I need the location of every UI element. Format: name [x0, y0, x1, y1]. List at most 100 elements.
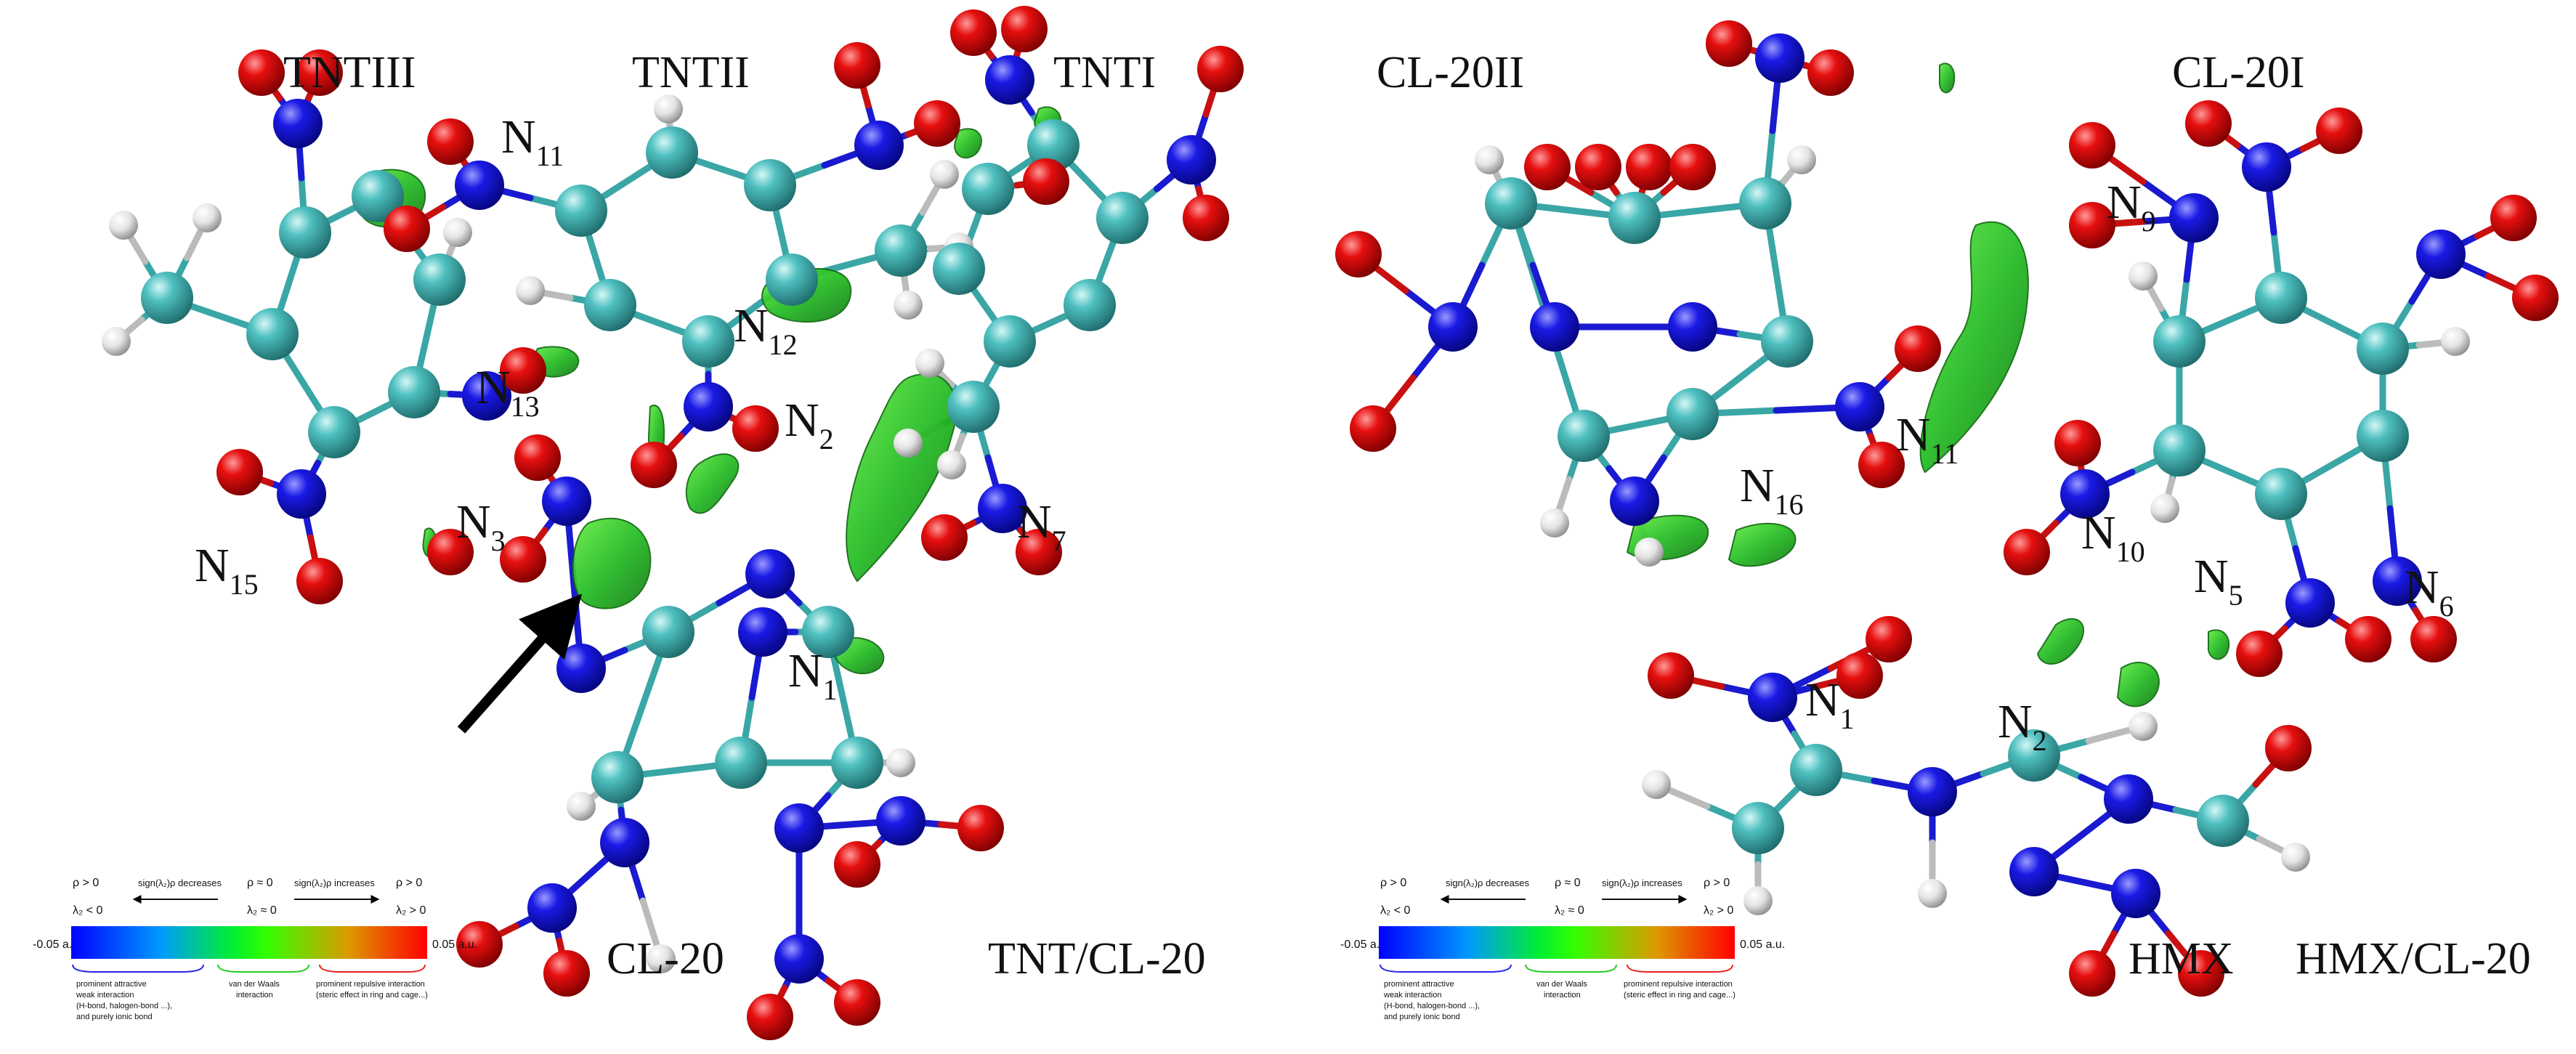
- complex-label-hmx-cl20: HMX/CL-20: [2296, 934, 2531, 984]
- cl20a-atom-h: [647, 944, 676, 973]
- cl20a-atom-n: [542, 477, 591, 526]
- hmx-atom-h: [2129, 712, 2158, 741]
- guest-label-hmx: HMX: [2129, 934, 2234, 984]
- cl20a-atom-c: [831, 737, 883, 789]
- tntiii-atom-h: [102, 327, 131, 356]
- cl20i-atom-h: [2129, 262, 2158, 291]
- hmx-atom-n: [1748, 673, 1797, 722]
- cl20ii-atom-h: [1475, 145, 1504, 174]
- cl20ii-atom-c: [1558, 410, 1610, 462]
- cl20i-atom-n: [2416, 230, 2466, 279]
- cl20i-atom-h: [2150, 494, 2179, 523]
- cl20a-atom-h: [567, 792, 596, 821]
- cl20ii-atom-c: [1608, 192, 1661, 244]
- legend2-gradient-bar: [1379, 926, 1735, 959]
- iso-hmx-7: [2207, 629, 2230, 660]
- tntii-atom-c: [744, 159, 796, 211]
- tntii-atom-c: [646, 126, 698, 179]
- molecule-label-cl20i: CL-20I: [2172, 48, 2305, 97]
- iso-hmx-6: [1938, 62, 1956, 94]
- cl20a-atom-o: [957, 805, 1004, 851]
- legend2-mid-top: ρ ≈ 0: [1555, 877, 1581, 889]
- legend2-mid-bottom: λ₂ ≈ 0: [1555, 904, 1584, 917]
- molecule-label-tntii: TNTII: [632, 48, 750, 97]
- cl20a-atom-n: [774, 803, 824, 853]
- tnti-atom-h: [894, 429, 923, 458]
- legend2-attr-line1: prominent attractive: [1384, 980, 1454, 989]
- tntii-atom-o: [914, 100, 960, 147]
- atom-label-n10: N10: [2081, 506, 2145, 568]
- tntiii-atom-c: [413, 254, 466, 306]
- cl20ii-atom-c: [1666, 388, 1719, 440]
- cl20ii-atom-o: [1858, 442, 1905, 488]
- cl20i-atom-n: [2169, 193, 2219, 243]
- cl20ii-atom-n: [1610, 477, 1659, 526]
- cl20a-atom-c: [642, 606, 694, 658]
- color-legend-2: ρ > 0 λ₂ < 0 sign(λ₂)ρ decreases ρ ≈ 0 λ…: [1340, 877, 1785, 1021]
- hmx-atom-c: [1790, 744, 1842, 796]
- cl20i-atom-h: [2441, 327, 2470, 356]
- isosurface-layer: [355, 62, 2230, 708]
- hmx-atom-c: [2008, 729, 2060, 782]
- legend-attr-line2: weak interaction: [76, 991, 134, 1000]
- cl20ii-atom-h: [1787, 145, 1816, 174]
- cl20i-atom-o: [2410, 616, 2457, 662]
- hmx-atom-n: [1908, 767, 1957, 816]
- cl20ii-atom-o: [1335, 231, 1382, 277]
- atom-label-n5: N5: [2194, 550, 2243, 612]
- molecule-label-cl20ii: CL-20II: [1377, 48, 1524, 97]
- cl20i-atom-c: [2153, 315, 2206, 368]
- pointer-arrow: [457, 593, 583, 734]
- legend2-attr-line4: and purely ionic bond: [1384, 1013, 1460, 1021]
- cl20ii-atom-o: [1524, 144, 1571, 190]
- tntii-atom-n: [854, 121, 904, 170]
- legend-attr-line3: (H-bond, halogen-bond ...),: [76, 1002, 172, 1010]
- cl20a-atom-o: [834, 841, 880, 888]
- legend-attr-line4: and purely ionic bond: [76, 1013, 153, 1021]
- tnti-atom-o: [1016, 529, 1062, 575]
- tnti-atom-c: [962, 163, 1014, 215]
- legend2-attr-line3: (H-bond, halogen-bond ...),: [1384, 1002, 1480, 1010]
- cl20i-atom-o: [2236, 631, 2283, 677]
- cl20ii-atom-o: [1807, 49, 1854, 96]
- cl20i-atom-o: [2316, 108, 2362, 154]
- atom-label-n6: N6: [2405, 561, 2454, 623]
- tnti-atom-h: [937, 450, 966, 479]
- tntii-atom-h: [894, 291, 923, 320]
- legend-left-bottom: λ₂ < 0: [73, 904, 102, 917]
- cl20i-atom-n: [2060, 469, 2110, 519]
- atom-label-n16: N16: [1740, 459, 1804, 521]
- tnti-atom-c: [1027, 119, 1080, 171]
- legend2-right-bottom: λ₂ > 0: [1704, 904, 1733, 917]
- cl20i-atom-o: [2069, 122, 2115, 169]
- tnti-atom-n: [978, 484, 1027, 533]
- legend-increases: sign(λ₂)ρ increases: [294, 877, 375, 888]
- tntii-atom-h: [930, 160, 959, 189]
- tntii-atom-c: [584, 279, 636, 331]
- molecule-label-tntiii: TNTIII: [283, 48, 416, 97]
- hmx-atom-c: [1732, 802, 1784, 854]
- tntii-atom-o: [384, 206, 430, 252]
- tnti-atom-c: [984, 315, 1036, 368]
- legend2-rep-line2: (steric effect in ring and cage...): [1624, 991, 1735, 1000]
- cl20i-atom-n: [2242, 142, 2291, 192]
- legend-attr-line1: prominent attractive: [76, 980, 147, 989]
- cl20i-atom-c: [2357, 410, 2409, 462]
- cl20ii-atom-n: [1668, 302, 1717, 352]
- color-legend-1: ρ > 0 λ₂ < 0 sign(λ₂)ρ decreases ρ ≈ 0 λ…: [33, 877, 477, 1021]
- tnti-atom-o: [1183, 195, 1229, 241]
- tnti-atom-o: [1023, 158, 1069, 205]
- cl20a-atom-n: [556, 644, 606, 693]
- tntiii-atom-n: [273, 99, 323, 148]
- legend-left-top: ρ > 0: [73, 877, 99, 889]
- tnti-atom-o: [1001, 6, 1048, 52]
- hmx-atom-n: [2111, 869, 2160, 918]
- cl20a-atom-n: [527, 883, 577, 933]
- tntiii-atom-o: [427, 529, 474, 575]
- tntiii-atom-c: [246, 308, 299, 360]
- cl20ii-atom-c: [1485, 177, 1537, 230]
- cl20i-atom-o: [2185, 100, 2232, 147]
- legend2-rep-line1: prominent repulsive interaction: [1624, 980, 1733, 989]
- cl20ii-atom-h: [1635, 538, 1664, 567]
- hmx-atom-n: [2104, 774, 2153, 824]
